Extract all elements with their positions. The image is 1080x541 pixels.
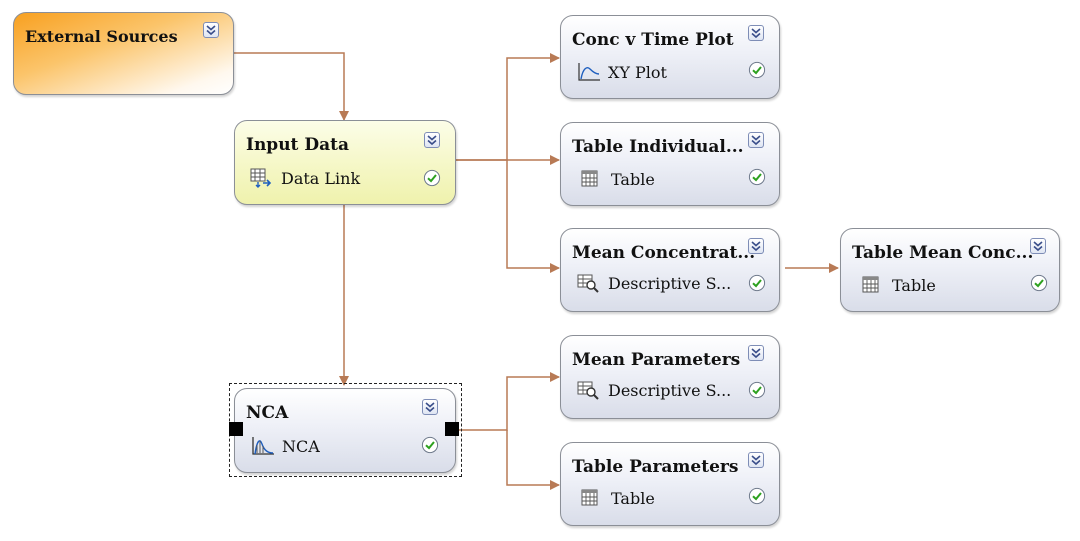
node-item-label: Descriptive S... <box>608 380 732 400</box>
node-item: XY Plot <box>577 61 667 83</box>
descriptive-stats-icon <box>577 380 599 400</box>
table-icon <box>580 169 602 189</box>
connector-input-to-conc-plot <box>456 53 560 161</box>
green-check-icon <box>748 274 766 292</box>
node-title: NCA <box>246 403 289 423</box>
node-title: External Sources <box>25 27 178 46</box>
node-item: Table <box>580 168 655 190</box>
connector-input-to-mean-concentration <box>506 160 560 273</box>
xy-plot-icon <box>577 62 600 82</box>
green-check-icon <box>748 487 766 505</box>
node-item: Descriptive S... <box>577 379 731 401</box>
node-item: Data Link <box>250 167 360 189</box>
node-conc-v-time-plot[interactable]: Conc v Time Plot XY Plot <box>560 15 780 99</box>
node-mean-concentration[interactable]: Mean Concentrat... Descriptive S... <box>560 228 780 312</box>
node-item-label: NCA <box>282 436 320 456</box>
node-item-label: Table <box>611 169 655 189</box>
node-item: Descriptive S... <box>577 272 731 294</box>
node-item: Table <box>580 487 655 509</box>
table-icon <box>580 488 602 508</box>
connector-nca-to-mean-parameters <box>458 372 560 431</box>
node-table-individual[interactable]: Table Individual... Table <box>560 122 780 206</box>
connector-nca-to-table-parameters <box>506 430 560 490</box>
node-item-label: Table <box>611 488 655 508</box>
node-external-sources[interactable]: External Sources <box>13 12 234 95</box>
data-link-icon <box>250 168 272 188</box>
connector-external-to-input <box>234 52 349 121</box>
chevron-double-down-icon[interactable] <box>748 25 764 41</box>
node-nca[interactable]: NCA NCA <box>234 388 456 473</box>
chevron-double-down-icon[interactable] <box>748 345 764 361</box>
chevron-double-down-icon[interactable] <box>424 132 440 148</box>
descriptive-stats-icon <box>577 273 599 293</box>
node-title: Mean Concentrat... <box>572 243 756 263</box>
chevron-double-down-icon[interactable] <box>1030 238 1046 254</box>
node-title: Conc v Time Plot <box>572 30 734 50</box>
connector-port-in[interactable] <box>229 422 243 436</box>
chevron-double-down-icon[interactable] <box>422 399 438 415</box>
green-check-icon <box>748 61 766 79</box>
green-check-icon <box>421 436 439 454</box>
node-table-parameters[interactable]: Table Parameters Table <box>560 442 780 526</box>
chevron-double-down-icon[interactable] <box>748 132 764 148</box>
node-mean-parameters[interactable]: Mean Parameters Descriptive S... <box>560 335 780 419</box>
node-title: Table Individual... <box>572 137 744 157</box>
node-item-label: Descriptive S... <box>608 273 732 293</box>
node-item-label: XY Plot <box>608 62 667 82</box>
node-item-label: Data Link <box>281 168 361 188</box>
node-title: Table Mean Conc... <box>852 243 1034 263</box>
node-title: Mean Parameters <box>572 350 741 370</box>
nca-icon <box>251 436 274 456</box>
node-table-mean-conc[interactable]: Table Mean Conc... Table <box>840 228 1060 312</box>
node-item: NCA <box>251 435 320 457</box>
node-title: Table Parameters <box>572 457 739 477</box>
node-item-label: Table <box>892 275 936 295</box>
green-check-icon <box>423 169 441 187</box>
connector-port-out[interactable] <box>445 422 459 436</box>
chevron-double-down-icon[interactable] <box>748 238 764 254</box>
node-input-data[interactable]: Input Data Data Link <box>234 120 456 205</box>
green-check-icon <box>1030 274 1048 292</box>
chevron-double-down-icon[interactable] <box>203 22 219 38</box>
node-title: Input Data <box>246 135 349 155</box>
chevron-double-down-icon[interactable] <box>748 452 764 468</box>
green-check-icon <box>748 381 766 399</box>
green-check-icon <box>748 168 766 186</box>
table-icon <box>861 275 883 295</box>
node-item: Table <box>861 274 936 296</box>
